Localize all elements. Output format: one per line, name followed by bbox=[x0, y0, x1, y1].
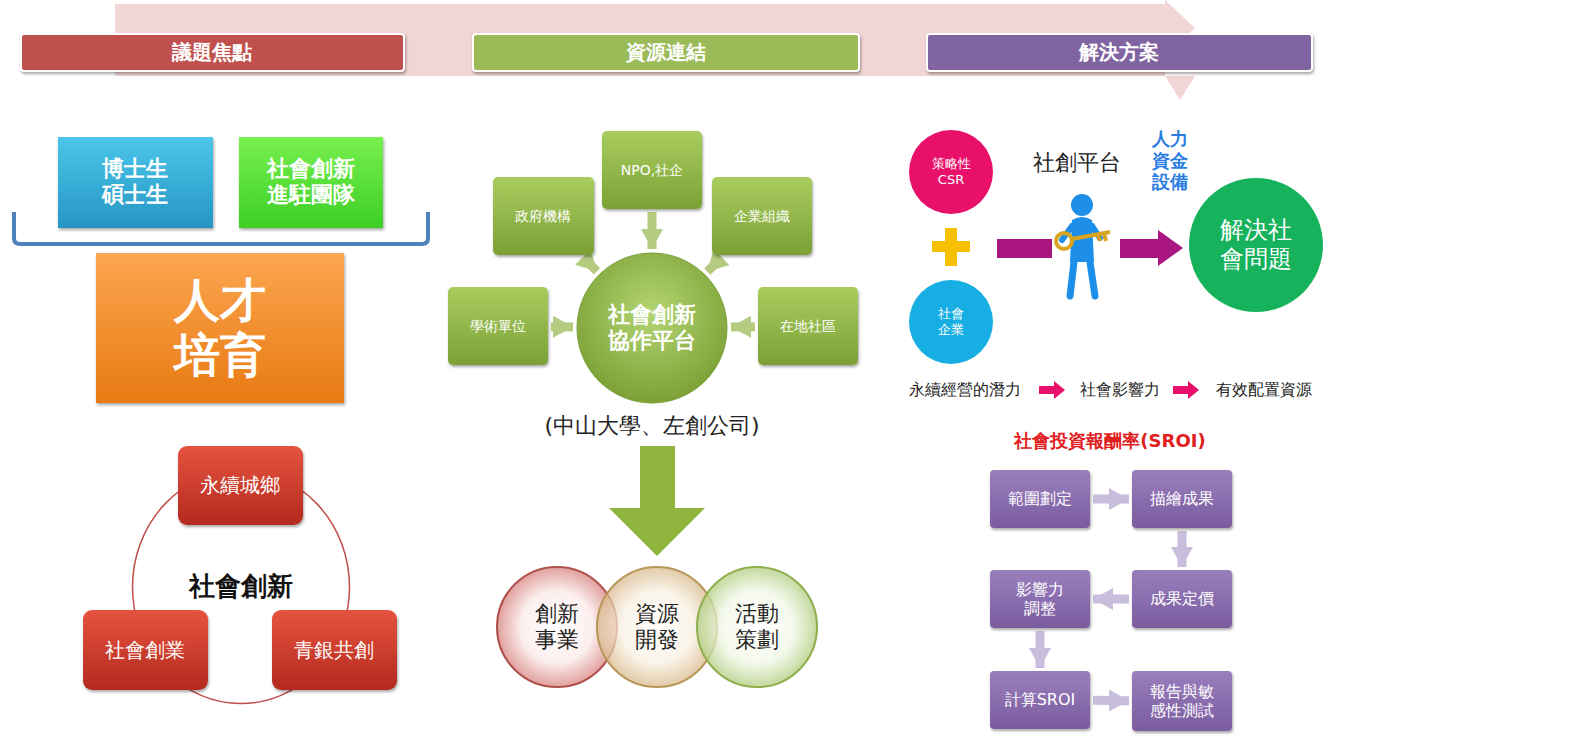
node-text: 人才 培育 bbox=[174, 273, 266, 383]
step-box: 報告與敏 感性測試 bbox=[1132, 671, 1232, 731]
small-arrow bbox=[1173, 381, 1199, 399]
text-label: 社會影響力 bbox=[1080, 380, 1160, 399]
node-shape bbox=[697, 567, 817, 687]
node-text: 社會創新 進駐團隊 bbox=[267, 156, 355, 209]
node-shape bbox=[1189, 178, 1323, 312]
node-text: 創新 事業 bbox=[535, 601, 579, 654]
step-box: 計算SROI bbox=[990, 671, 1090, 729]
node-text: 博士生 碩士生 bbox=[102, 156, 168, 209]
node-text: 活動 策劃 bbox=[735, 601, 779, 654]
node-text: 資源連結 bbox=[626, 40, 706, 64]
theme-box: 永續城鄉 bbox=[178, 446, 303, 525]
flow-arrow bbox=[1093, 595, 1129, 604]
partner-box: 在地社區 bbox=[758, 287, 858, 365]
text-label: 有效配置資源 bbox=[1216, 380, 1312, 399]
connector-bar bbox=[1120, 239, 1160, 258]
result-circle: 解決社 會問題 bbox=[1189, 178, 1323, 312]
flow-arrow bbox=[648, 212, 657, 249]
text-label: 社創平台 bbox=[1033, 150, 1121, 176]
flow-arrow bbox=[1178, 531, 1187, 567]
node-text: 計算SROI bbox=[1005, 690, 1076, 709]
step-box: 範圍劃定 bbox=[990, 470, 1090, 528]
node-text: 成果定價 bbox=[1150, 589, 1214, 608]
focus-box: 人才 培育 bbox=[96, 253, 344, 403]
text-label: 社會投資報酬率(SROI) bbox=[1014, 430, 1205, 452]
node-shape bbox=[909, 280, 993, 364]
node-text: 在地社區 bbox=[780, 318, 836, 335]
person-with-key bbox=[1056, 194, 1110, 296]
step-box: 描繪成果 bbox=[1132, 470, 1232, 528]
partner-box: 企業組織 bbox=[712, 177, 812, 255]
node-shape bbox=[909, 130, 993, 214]
down-arrow bbox=[609, 446, 705, 556]
small-arrow bbox=[1039, 381, 1065, 399]
theme-box: 社會創業 bbox=[83, 610, 208, 690]
plus-sign bbox=[945, 228, 957, 266]
partner-box: NPO,社企 bbox=[602, 131, 702, 209]
text-label: (中山大學、左創公司) bbox=[544, 413, 759, 439]
theme-box: 青銀共創 bbox=[272, 610, 397, 690]
node-text: 社會創業 bbox=[105, 638, 185, 662]
flow-arrow bbox=[1036, 631, 1045, 668]
flow-arrow bbox=[583, 257, 597, 271]
text-label: 人力 資金 設備 bbox=[1152, 128, 1188, 193]
connector-bar bbox=[997, 239, 1052, 258]
header-bar: 資源連結 bbox=[472, 33, 860, 72]
partner-box: 政府機構 bbox=[493, 177, 594, 255]
flow-arrow bbox=[707, 257, 721, 271]
node-text: 解決社 會問題 bbox=[1220, 216, 1292, 274]
partner-box: 學術單位 bbox=[448, 287, 548, 365]
flow-arrow bbox=[551, 322, 573, 331]
flow-arrow bbox=[1093, 696, 1129, 705]
group-box: 博士生 碩士生 bbox=[58, 137, 213, 228]
node-text: NPO,社企 bbox=[621, 162, 683, 179]
node-shape bbox=[577, 253, 727, 403]
flow-arrow bbox=[731, 322, 755, 331]
node-text: 影響力 調整 bbox=[1016, 580, 1064, 618]
node-text: 學術單位 bbox=[470, 318, 526, 335]
header-bar: 解決方案 bbox=[926, 33, 1313, 72]
text-label: 永續經營的潛力 bbox=[909, 380, 1021, 399]
group-box: 社會創新 進駐團隊 bbox=[239, 137, 383, 228]
flow-arrow bbox=[1093, 495, 1129, 504]
node-text: 社會創新 bbox=[189, 571, 293, 602]
step-box: 影響力 調整 bbox=[990, 570, 1090, 628]
node-text: 政府機構 bbox=[515, 208, 571, 225]
step-box: 成果定價 bbox=[1132, 570, 1232, 628]
node-text: 解決方案 bbox=[1079, 40, 1159, 64]
node-text: 範圍劃定 bbox=[1008, 489, 1072, 508]
header-bar: 議題焦點 bbox=[20, 33, 405, 72]
banner-arrow-head bbox=[1165, 76, 1195, 100]
venn-circle: 活動 策劃 bbox=[695, 565, 819, 689]
input-circle: 策略性 CSR bbox=[909, 130, 993, 214]
platform-circle: 社會創新 協作平台 bbox=[576, 252, 728, 404]
node-text: 資源 開發 bbox=[635, 601, 679, 654]
node-text: 策略性 CSR bbox=[932, 156, 971, 187]
node-text: 企業組織 bbox=[734, 208, 790, 225]
node-text: 議題焦點 bbox=[172, 40, 252, 64]
arrow-head bbox=[1158, 230, 1183, 266]
node-text: 社會創新 協作平台 bbox=[608, 302, 696, 355]
node-text: 青銀共創 bbox=[294, 638, 374, 662]
node-text: 永續城鄉 bbox=[200, 473, 280, 497]
node-text: 社會 企業 bbox=[938, 306, 964, 337]
node-text: 報告與敏 感性測試 bbox=[1150, 682, 1214, 720]
node-text: 描繪成果 bbox=[1150, 489, 1214, 508]
input-circle: 社會 企業 bbox=[909, 280, 993, 364]
